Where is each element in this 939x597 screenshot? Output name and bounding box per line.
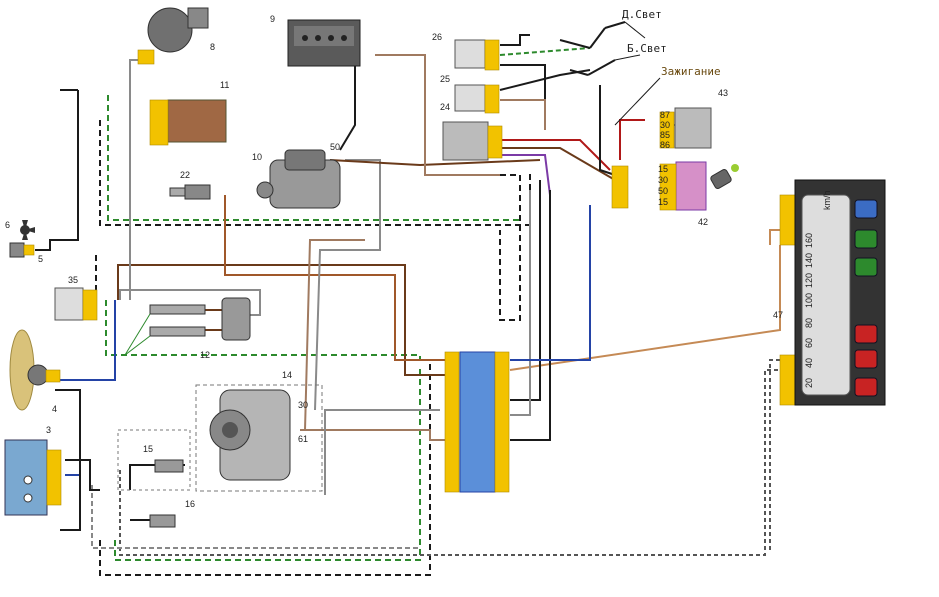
label-12: 12 bbox=[200, 350, 210, 360]
ignition-key-icon bbox=[710, 164, 739, 189]
switch-term-15: 15 bbox=[658, 164, 668, 174]
radiator-fan-4: 4 bbox=[9, 329, 61, 414]
instrument-cluster-47: 47 bbox=[773, 179, 886, 406]
module-11: 11 bbox=[149, 80, 229, 146]
sensor-15: 15 bbox=[117, 429, 191, 491]
label-43: 43 bbox=[718, 88, 728, 98]
speed-tick-20: 20 bbox=[804, 378, 814, 388]
fuse-box bbox=[444, 351, 510, 493]
wires bbox=[35, 34, 790, 576]
speed-tick-80: 80 bbox=[804, 318, 814, 328]
label-8: 8 bbox=[210, 42, 215, 52]
generator-14: 14 30 61 bbox=[195, 370, 323, 492]
gen-term-61: 61 bbox=[298, 434, 308, 444]
high-beam-label: Д.Свет bbox=[622, 8, 662, 21]
relay-26: 26 bbox=[432, 32, 500, 71]
label-11: 11 bbox=[220, 80, 229, 90]
label-6: 6 bbox=[5, 220, 10, 230]
label-14: 14 bbox=[282, 370, 292, 380]
relay-25: 25 bbox=[440, 74, 500, 114]
low-beam-label: Б.Свет bbox=[627, 42, 667, 55]
speed-tick-100: 100 bbox=[804, 293, 814, 308]
relay43-term-30: 30 bbox=[660, 120, 670, 130]
label-47: 47 bbox=[773, 310, 783, 320]
label-4: 4 bbox=[52, 404, 57, 414]
starter-term-50: 50 bbox=[330, 142, 340, 152]
label-26: 26 bbox=[432, 32, 442, 42]
ignition-label: Зажигание bbox=[661, 65, 721, 78]
speed-unit: km/h bbox=[822, 190, 832, 210]
relay43-term-85: 85 bbox=[660, 130, 670, 140]
light-switch bbox=[569, 21, 661, 126]
relay43-term-87: 87 bbox=[660, 110, 670, 120]
label-15: 15 bbox=[143, 444, 153, 454]
speed-tick-40: 40 bbox=[804, 358, 814, 368]
sensor-22: 22 bbox=[169, 170, 211, 200]
speed-tick-120: 120 bbox=[804, 273, 814, 288]
label-35: 35 bbox=[68, 275, 78, 285]
label-22: 22 bbox=[180, 170, 190, 180]
label-16: 16 bbox=[185, 499, 195, 509]
speed-tick-140: 140 bbox=[804, 253, 814, 268]
relay-43: 87 30 85 86 43 bbox=[659, 88, 728, 150]
fan-icon bbox=[20, 220, 35, 240]
relay43-term-86: 86 bbox=[660, 140, 670, 150]
headlight-icon bbox=[23, 475, 33, 503]
connector-switch bbox=[611, 165, 629, 209]
speed-tick-60: 60 bbox=[804, 338, 814, 348]
speed-tick-160: 160 bbox=[804, 233, 814, 248]
switch-term-50: 50 bbox=[658, 186, 668, 196]
label-25: 25 bbox=[440, 74, 450, 84]
label-5: 5 bbox=[38, 254, 43, 264]
battery-9: 9 bbox=[270, 14, 361, 67]
switch-term-30: 30 bbox=[658, 175, 668, 185]
switch-term-15b: 15 bbox=[658, 197, 668, 207]
speedometer-scale: 20 40 60 80 100 120 140 160 km/h bbox=[804, 190, 832, 388]
gen-term-30: 30 bbox=[298, 400, 308, 410]
sensor-6: 6 5 bbox=[5, 220, 43, 264]
label-42: 42 bbox=[698, 217, 708, 227]
relay-35: 35 bbox=[54, 275, 98, 321]
label-10: 10 bbox=[252, 152, 262, 162]
headlight-3: 3 bbox=[4, 425, 62, 516]
ignition-switch-42: 15 30 50 15 42 bbox=[658, 161, 739, 227]
label-24: 24 bbox=[440, 102, 450, 112]
ignition-coil-12: 12 bbox=[124, 297, 251, 360]
relay-24: 24 bbox=[440, 102, 503, 161]
distributor-8: 8 bbox=[137, 7, 215, 65]
starter-10: 10 50 bbox=[252, 142, 341, 209]
label-3: 3 bbox=[46, 425, 51, 435]
label-9: 9 bbox=[270, 14, 275, 24]
sensor-16: 16 bbox=[149, 499, 195, 528]
